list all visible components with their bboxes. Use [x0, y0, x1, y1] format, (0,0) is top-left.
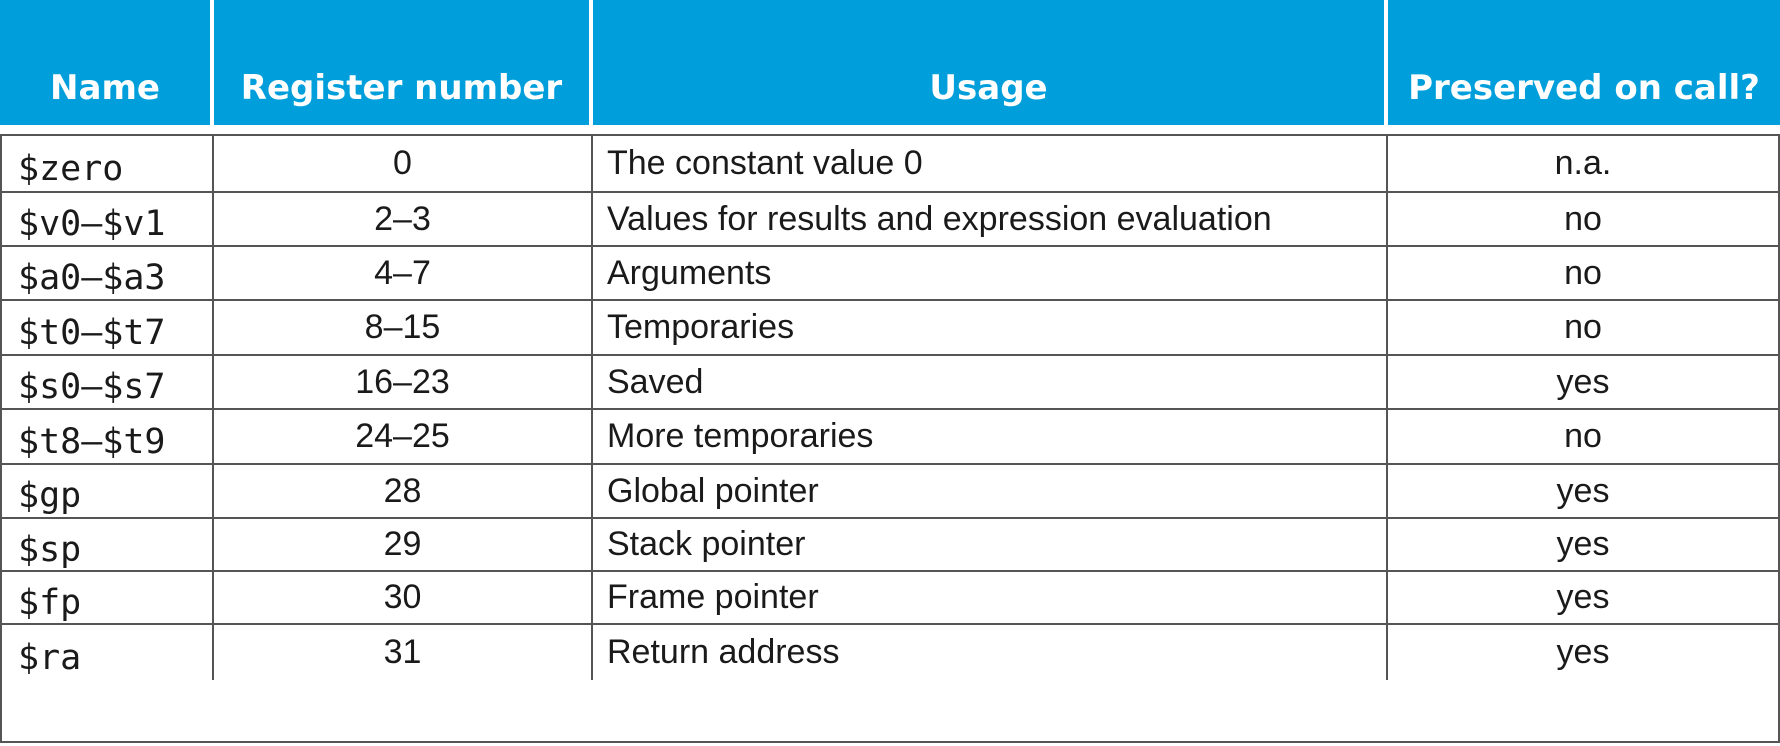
column-header-name: Name — [0, 0, 210, 125]
preserved-cell: yes — [1556, 633, 1610, 671]
usage-cell: Frame pointer — [593, 572, 1388, 623]
register-name-cell: $ra — [2, 625, 214, 680]
register-name-cell: $t0–$t7 — [2, 301, 214, 354]
preserved-cell: n.a. — [1554, 144, 1612, 182]
register-number-cell: 28 — [214, 465, 593, 517]
usage-cell: Values for results and expression evalua… — [593, 193, 1388, 245]
register-name-cell: $sp — [2, 519, 214, 570]
usage-cell: Temporaries — [593, 301, 1388, 354]
preserved-cell: no — [1564, 199, 1602, 238]
preserved-cell: yes — [1556, 471, 1610, 510]
column-header-usage: Usage — [593, 0, 1384, 125]
column-header-register-number: Register number — [214, 0, 589, 125]
register-number-cell: 30 — [214, 572, 593, 623]
preserved-cell: no — [1564, 253, 1602, 292]
register-number-cell: 8–15 — [214, 301, 593, 354]
table-header: Name Register number Usage Preserved on … — [0, 0, 1780, 125]
register-number-cell: 24–25 — [214, 410, 593, 463]
usage-cell: More temporaries — [593, 410, 1388, 463]
register-number-cell: 4–7 — [214, 247, 593, 299]
preserved-cell: yes — [1556, 362, 1610, 401]
usage-cell: Stack pointer — [593, 519, 1388, 570]
register-name-cell: $a0–$a3 — [2, 247, 214, 299]
preserved-cell: yes — [1556, 578, 1610, 616]
preserved-cell: no — [1564, 308, 1602, 346]
register-name-cell: $v0–$v1 — [2, 193, 214, 245]
register-name-cell: $fp — [2, 572, 214, 623]
register-number-cell: 0 — [214, 136, 593, 191]
usage-cell: Return address — [593, 625, 1388, 680]
register-name-cell: $t8–$t9 — [2, 410, 214, 463]
register-number-cell: 31 — [214, 625, 593, 680]
usage-cell: Global pointer — [593, 465, 1388, 517]
register-name-cell: $zero — [2, 136, 214, 191]
usage-cell: Arguments — [593, 247, 1388, 299]
preserved-cell: no — [1564, 417, 1602, 455]
register-number-cell: 16–23 — [214, 356, 593, 408]
column-header-preserved: Preserved on call? — [1388, 0, 1780, 125]
usage-cell: Saved — [593, 356, 1388, 408]
register-number-cell: 29 — [214, 519, 593, 570]
register-name-cell: $s0–$s7 — [2, 356, 214, 408]
register-number-cell: 2–3 — [214, 193, 593, 245]
register-name-cell: $gp — [2, 465, 214, 517]
preserved-cell: yes — [1556, 525, 1610, 563]
usage-cell: The constant value 0 — [593, 136, 1388, 191]
